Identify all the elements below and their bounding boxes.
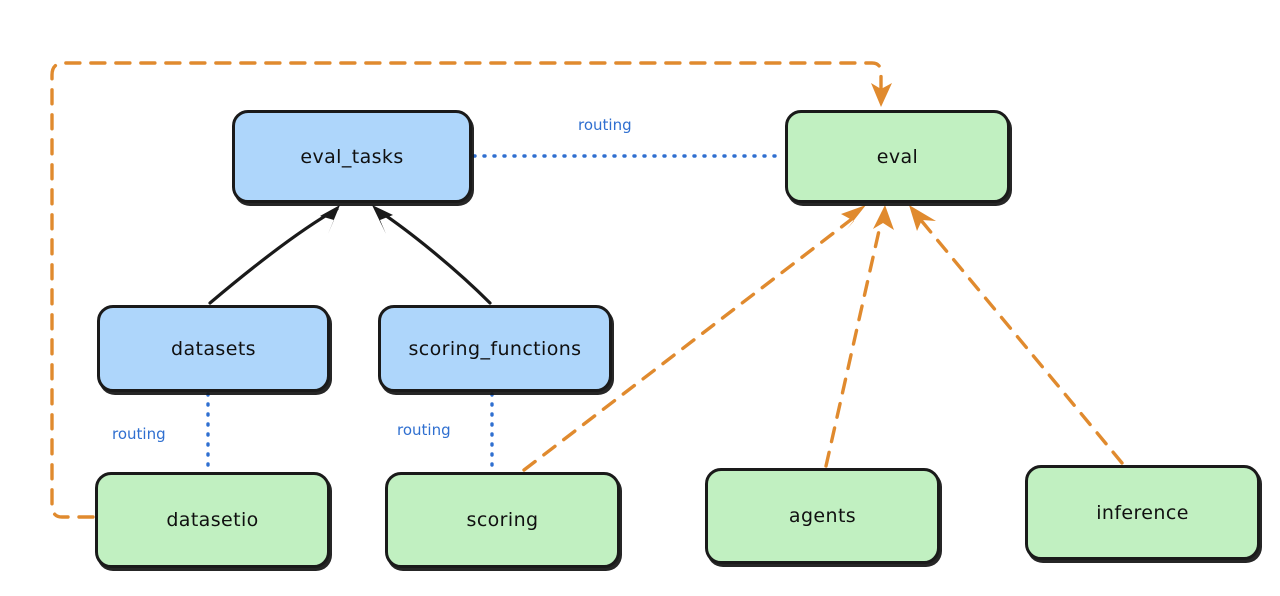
node-label-eval: eval — [876, 145, 919, 168]
edge-scoring-to-eval — [522, 205, 866, 472]
edge-label-routing-datasets-datasetio: routing — [112, 425, 166, 443]
edge-inference-to-eval — [909, 205, 1124, 465]
edge-label-routing-eval-tasks-eval: routing — [578, 116, 632, 134]
node-label-datasets: datasets — [171, 337, 256, 360]
node-label-agents: agents — [788, 505, 857, 527]
node-datasets[interactable]: datasets — [97, 305, 330, 392]
node-scoring[interactable]: scoring — [385, 472, 620, 568]
edge-datasetio-to-eval — [50, 61, 892, 519]
node-label-eval-tasks: eval_tasks — [300, 145, 404, 168]
node-scoring-functions[interactable]: scoring_functions — [378, 305, 612, 392]
node-label-scoring: scoring — [466, 509, 539, 531]
edge-label-routing-scoring-functions-scoring: routing — [397, 421, 451, 439]
node-agents[interactable]: agents — [705, 468, 940, 564]
node-eval-tasks[interactable]: eval_tasks — [232, 110, 472, 203]
node-eval[interactable]: eval — [785, 110, 1010, 203]
edge-datasets-to-eval_tasks — [208, 205, 340, 305]
edge-agents-to-eval — [824, 205, 894, 468]
node-inference[interactable]: inference — [1025, 465, 1260, 560]
node-datasetio[interactable]: datasetio — [95, 472, 330, 568]
node-label-scoring-functions: scoring_functions — [408, 337, 582, 360]
edge-scoring_functions-to-eval_tasks — [372, 205, 492, 305]
node-label-datasetio: datasetio — [166, 509, 259, 531]
node-label-inference: inference — [1096, 501, 1189, 524]
